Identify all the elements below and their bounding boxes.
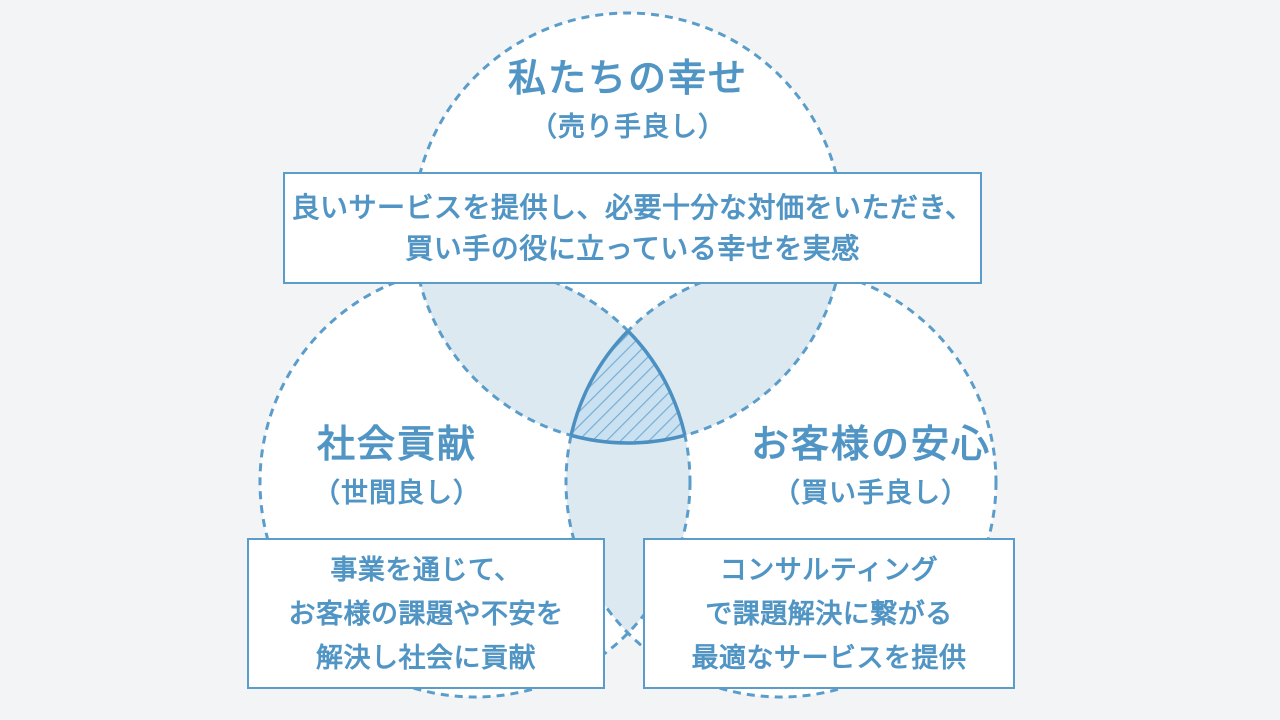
right-circle-title: お客様の安心 xyxy=(750,424,991,466)
right-description-box: コンサルティング で課題解決に繋がる 最適なサービスを提供 xyxy=(643,538,1015,689)
left-box-line-3: 解決し社会に貢献 xyxy=(316,642,536,673)
left-circle-title: 社会貢献 xyxy=(316,424,477,466)
top-description-box: 良いサービスを提供し、必要十分な対価をいただき、 買い手の役に立っている幸せを実… xyxy=(283,172,982,284)
left-circle-subtitle: （世間良し） xyxy=(313,477,481,508)
top-circle-subtitle: （売り手良し） xyxy=(530,111,726,142)
left-box-line-1: 事業を通じて、 xyxy=(330,554,522,585)
top-circle-label: 私たちの幸せ （売り手良し） xyxy=(378,58,878,143)
right-box-line-1: コンサルティング xyxy=(719,554,939,585)
top-circle-title: 私たちの幸せ xyxy=(507,58,748,100)
overlap-top-right xyxy=(566,267,843,443)
overlap-top-left xyxy=(413,267,690,443)
left-description-box: 事業を通じて、 お客様の課題や不安を 解決し社会に貢献 xyxy=(247,538,605,689)
top-box-line-2: 買い手の役に立っている幸せを実感 xyxy=(405,233,860,264)
left-circle-label: 社会貢献 （世間良し） xyxy=(197,424,597,509)
right-circle-subtitle: （買い手良し） xyxy=(773,477,969,508)
left-box-line-2: お客様の課題や不安を xyxy=(288,598,564,629)
center-border-bottom-arc xyxy=(566,267,690,445)
top-box-line-1: 良いサービスを提供し、必要十分な対価をいただき、 xyxy=(291,192,974,223)
right-box-line-2: で課題解決に繋がる xyxy=(705,598,953,629)
right-circle-label: お客様の安心 （買い手良し） xyxy=(671,424,1071,509)
right-box-line-3: 最適なサービスを提供 xyxy=(691,642,967,673)
